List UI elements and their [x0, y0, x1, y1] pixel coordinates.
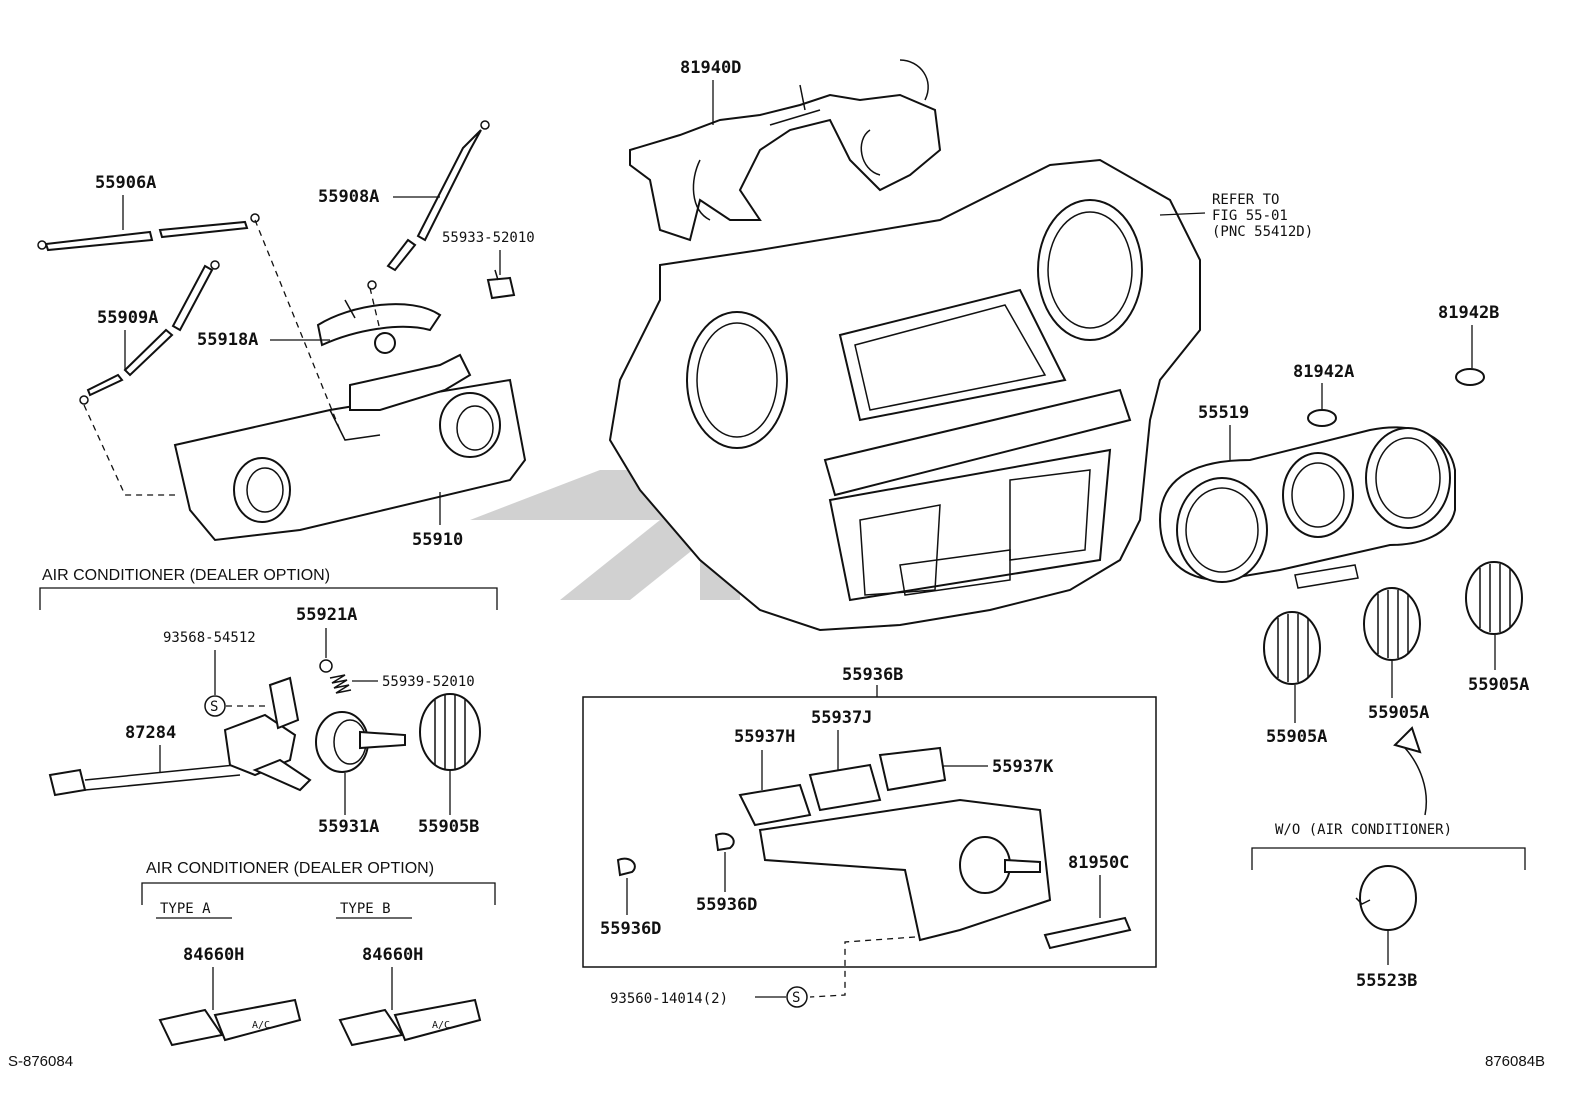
screw-symbol-s-2: [786, 986, 808, 1008]
switch-84660h-type-b: A/C: [338, 998, 482, 1047]
arrow-to-knob: [1393, 726, 1427, 816]
knob-55905a-1: [1263, 611, 1321, 685]
section-type-b: TYPE B: [340, 901, 391, 917]
heater-panel-55519: [1158, 426, 1456, 589]
control-unit-55936b: [758, 798, 1052, 942]
cable-55908a: [367, 120, 490, 290]
label-55939-52010: 55939-52010: [382, 674, 475, 690]
assembly-box-55936b: [582, 696, 1157, 968]
refer-line1: REFER TO: [1212, 192, 1279, 208]
section-ac-dealer-option-1: AIR CONDITIONER (DEALER OPTION): [42, 567, 330, 584]
blank-cap-55523b: [1355, 865, 1417, 931]
footer-left-code: S-876084: [8, 1053, 73, 1070]
knob-55905b: [419, 693, 481, 771]
label-55937j: 55937J: [811, 708, 872, 728]
switch-84660h-type-a: A/C: [158, 998, 302, 1047]
label-55905a-1: 55905A: [1266, 727, 1327, 747]
bulb-55936d-a: [616, 857, 636, 877]
label-81940d: 81940D: [680, 58, 741, 78]
label-55905a-3: 55905A: [1468, 675, 1529, 695]
label-55906a: 55906A: [95, 173, 156, 193]
section-type-a: TYPE A: [160, 901, 211, 917]
footer-right-code: 876084B: [1485, 1053, 1545, 1070]
label-55909a: 55909A: [97, 308, 158, 328]
section-ac-dealer-option-2: AIR CONDITIONER (DEALER OPTION): [146, 860, 434, 877]
bulb-55936d-b: [714, 832, 735, 852]
refer-note: REFER TO FIG 55-01 (PNC 55412D): [1159, 192, 1313, 240]
cable-55906a: [37, 213, 260, 252]
ball-55921a: [319, 659, 333, 673]
label-55936b: 55936B: [842, 665, 903, 685]
switch-ac-text-b: A/C: [432, 1020, 450, 1031]
bracket-81940d: [629, 59, 942, 242]
control-55910: [173, 353, 527, 542]
label-84660h-b: 84660H: [362, 945, 423, 965]
lever-55918a: [316, 299, 442, 354]
knob-base-55931a: [315, 711, 406, 773]
label-93568-54512: 93568-54512: [163, 630, 256, 646]
spring-55939: [329, 674, 352, 694]
switch-87284: [48, 676, 312, 797]
refer-line2: FIG 55-01: [1212, 208, 1288, 224]
label-55921a: 55921A: [296, 605, 357, 625]
screw-symbol-s-2-text: S: [792, 990, 800, 1006]
center-panel: [608, 158, 1201, 632]
switch-ac-text-a: A/C: [252, 1020, 270, 1031]
label-55905a-2: 55905A: [1368, 703, 1429, 723]
clip-81942b: [1455, 368, 1485, 386]
label-55937k: 55937K: [992, 757, 1054, 777]
label-55936d-b: 55936D: [696, 895, 757, 915]
label-55910: 55910: [412, 530, 463, 550]
lens-81950c: [1043, 916, 1132, 950]
label-81942a: 81942A: [1293, 362, 1354, 382]
clip-81942a: [1307, 409, 1337, 427]
label-93560-14014: 93560-14014(2): [610, 991, 728, 1007]
label-84660h-a: 84660H: [183, 945, 244, 965]
label-81942b: 81942B: [1438, 303, 1499, 323]
label-55523b: 55523B: [1356, 971, 1417, 991]
label-55905b: 55905B: [418, 817, 479, 837]
label-81950c: 81950C: [1068, 853, 1129, 873]
label-55918a: 55918A: [197, 330, 258, 350]
section-wo-ac: W/O (AIR CONDITIONER): [1275, 822, 1452, 838]
refer-line3: (PNC 55412D): [1212, 224, 1313, 240]
knob-55905a-2: [1363, 587, 1421, 661]
label-55937h: 55937H: [734, 727, 795, 747]
label-55519: 55519: [1198, 403, 1249, 423]
screw-symbol-s-text: S: [210, 699, 218, 715]
buttons-55937: [738, 746, 947, 827]
label-87284: 87284: [125, 723, 176, 743]
label-55933-52010: 55933-52010: [442, 230, 535, 246]
label-55936d-a: 55936D: [600, 919, 661, 939]
label-55931a: 55931A: [318, 817, 379, 837]
clip-55933: [486, 269, 516, 300]
screw-symbol-s: [204, 695, 226, 717]
knob-55905a-3: [1465, 561, 1523, 635]
label-55908a: 55908A: [318, 187, 379, 207]
